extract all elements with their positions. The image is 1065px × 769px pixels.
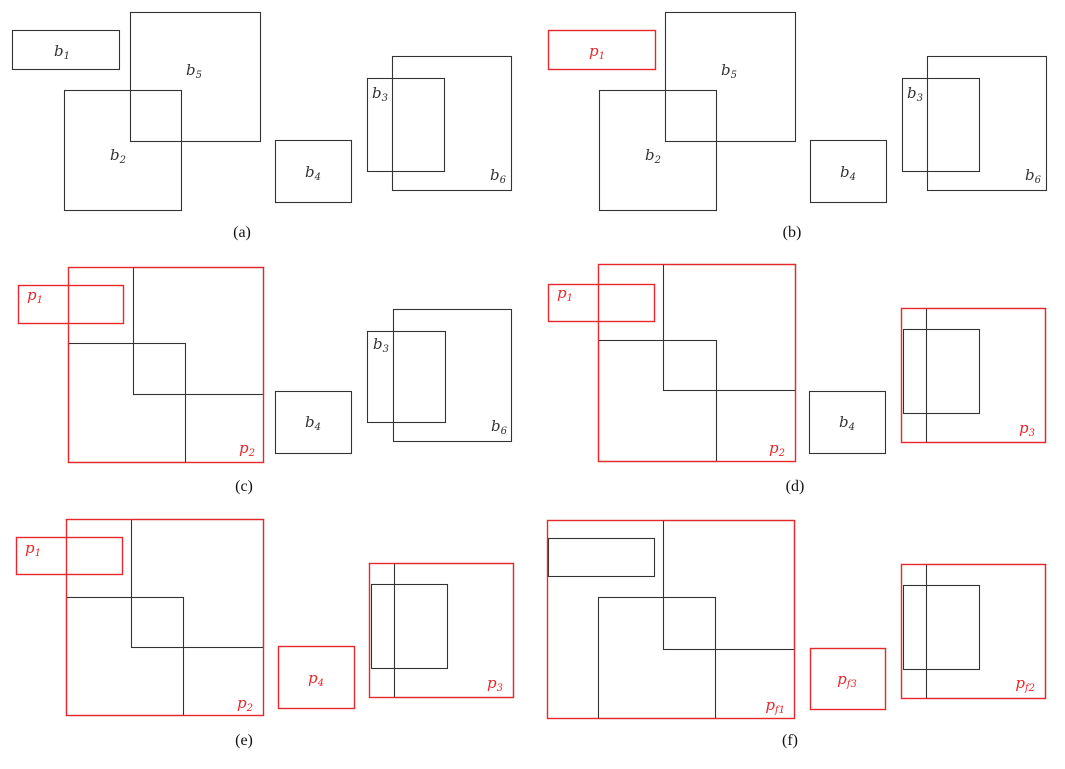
b2-box (598, 89, 718, 212)
b4-box (274, 390, 353, 455)
b4-label: b4 (840, 163, 856, 183)
panel-a: b1 b2 b5 b4 b3 b6 (11, 11, 513, 212)
b6-box (391, 55, 513, 192)
pf2-box (900, 563, 1047, 700)
b4-box (809, 139, 888, 204)
member-box (65, 596, 185, 717)
member-box (597, 596, 717, 720)
p2-box (67, 266, 265, 464)
b3-box (366, 77, 446, 173)
member-box (547, 537, 656, 578)
b1-box (11, 29, 121, 71)
pf2-label: pf2 (1015, 674, 1035, 694)
caption-d: (d) (786, 478, 805, 495)
p2-label: p2 (239, 439, 255, 459)
p3-label: p3 (487, 674, 503, 694)
b6-label: b6 (491, 417, 508, 437)
p3-box (900, 307, 1047, 444)
b5-label: b5 (721, 61, 737, 81)
b6-label: b6 (1025, 166, 1042, 186)
member-box (597, 339, 718, 463)
caption-a: (a) (233, 224, 251, 241)
p1-box (17, 284, 125, 325)
member-box (662, 519, 796, 651)
p3-box (368, 562, 515, 699)
b4-box (808, 390, 887, 455)
b6-box (926, 55, 1048, 192)
member-box (130, 518, 265, 649)
caption-b: (b) (783, 224, 802, 241)
b6-label: b6 (490, 166, 507, 186)
pf1-label: pf1 (765, 696, 785, 716)
p2-box (597, 263, 797, 463)
p4-box (277, 645, 356, 710)
pf3-box (809, 647, 887, 711)
member-box (902, 584, 981, 671)
caption-e: (e) (235, 732, 253, 749)
caption-f: (f) (782, 732, 798, 749)
panel-d: b4 p1 p2 p3 (547, 263, 1047, 463)
p1-box (547, 283, 656, 323)
b3-box (901, 77, 981, 173)
pf1-box (546, 519, 796, 720)
b5-box (129, 11, 262, 143)
member-box (902, 328, 981, 415)
b5-label: b5 (186, 61, 202, 81)
b3-label: b3 (373, 335, 389, 355)
panel-e: p1 p2 p4 p3 (15, 518, 515, 717)
p1-label: p1 (589, 42, 605, 62)
member-box (67, 342, 187, 464)
p2-label: p2 (769, 439, 785, 459)
b3-label: b3 (372, 84, 388, 104)
member-box (925, 563, 1047, 700)
b4-label: b4 (839, 413, 855, 433)
member-box (132, 266, 265, 396)
p1-label: p1 (27, 286, 43, 306)
p3-label: p3 (1019, 419, 1035, 439)
member-box (370, 583, 449, 670)
b3-box (366, 330, 447, 424)
p1-label: p1 (25, 539, 41, 559)
pf3-label: pf3 (837, 670, 857, 690)
p2-box (65, 518, 265, 717)
b3-label: b3 (907, 84, 923, 104)
member-box (662, 263, 797, 392)
b1-label: b1 (54, 42, 70, 62)
b4-label: b4 (305, 163, 321, 183)
b4-label: b4 (305, 413, 321, 433)
b4-box (274, 139, 353, 204)
b6-box (392, 308, 513, 443)
b2-label: b2 (110, 146, 126, 166)
b2-label: b2 (645, 146, 661, 166)
p1-box (15, 536, 124, 576)
caption-c: (c) (235, 478, 253, 495)
b2-box (63, 89, 183, 212)
p2-label: p2 (237, 694, 253, 714)
b5-box (664, 11, 797, 143)
p1-box (547, 29, 657, 71)
p4-label: p4 (308, 669, 324, 689)
panel-c: b4 b3 b6 p1 p2 (17, 266, 513, 464)
p1-label: p1 (557, 284, 573, 304)
panel-f: pf1 pf3 pf2 (546, 519, 1047, 720)
panel-b: b2 b5 b4 b3 b6 p1 (547, 11, 1048, 212)
